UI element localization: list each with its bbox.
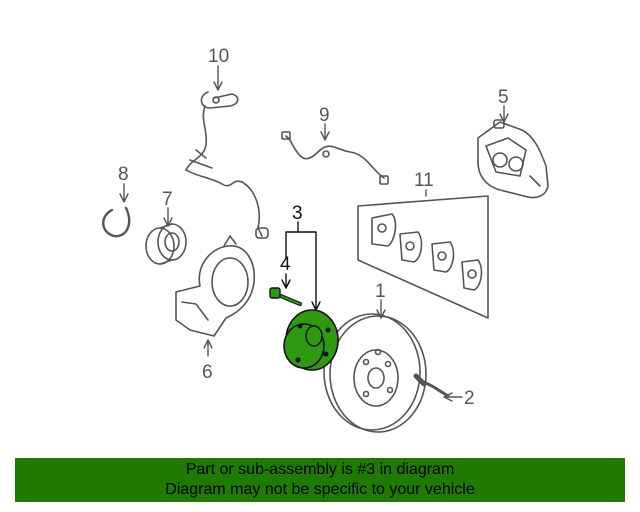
hub-bolt-part-4[interactable] bbox=[269, 287, 302, 306]
callout-8: 8 bbox=[118, 164, 129, 185]
callout-leaders bbox=[119, 65, 509, 402]
banner-line-2: Diagram may not be specific to your vehi… bbox=[165, 481, 475, 498]
callout-10: 10 bbox=[208, 46, 229, 67]
banner-line-1: Part or sub-assembly is #3 in diagram bbox=[185, 461, 455, 478]
abs-sensor-part-10 bbox=[185, 91, 269, 239]
caliper-part-5 bbox=[477, 119, 549, 199]
callout-11: 11 bbox=[414, 170, 434, 191]
callout-1: 1 bbox=[375, 281, 386, 302]
splash-shield-part-6 bbox=[175, 235, 255, 337]
callout-6: 6 bbox=[202, 362, 213, 383]
callout-2: 2 bbox=[464, 388, 475, 409]
wheel-bearing-part-7 bbox=[145, 223, 187, 265]
info-banner: Part or sub-assembly is #3 in diagram Di… bbox=[15, 458, 625, 502]
brake-hose-part-9 bbox=[281, 131, 389, 185]
parts-diagram: 10 9 5 8 7 11 3 4 1 6 2 bbox=[102, 46, 549, 433]
callout-3-4-leaders bbox=[281, 221, 321, 311]
bolt-part-2 bbox=[413, 373, 450, 398]
callout-9: 9 bbox=[319, 105, 330, 126]
hub-assembly-part-3[interactable] bbox=[283, 309, 339, 371]
brake-rotor-part-1 bbox=[323, 313, 427, 433]
callout-7: 7 bbox=[162, 189, 173, 210]
snap-ring-part-8 bbox=[102, 206, 131, 238]
callout-3: 3 bbox=[292, 203, 303, 224]
brake-pad-kit-part-11 bbox=[357, 195, 489, 319]
callout-5: 5 bbox=[498, 87, 509, 108]
callout-4: 4 bbox=[280, 254, 291, 275]
